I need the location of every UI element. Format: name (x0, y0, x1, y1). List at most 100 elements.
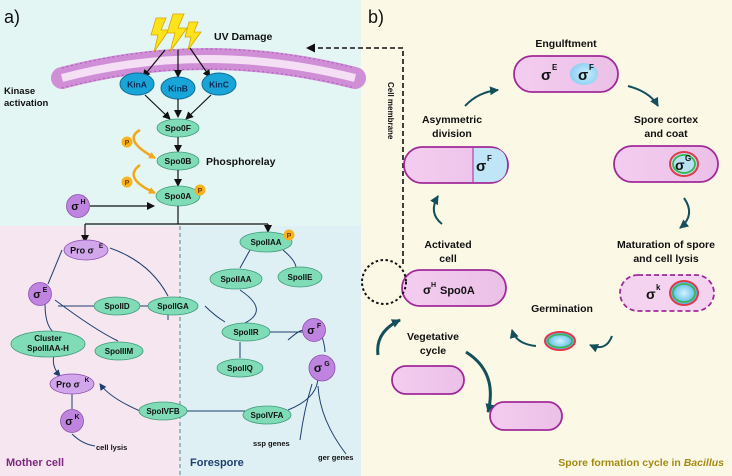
svg-text:K: K (74, 414, 79, 421)
maturation-label-1: Maturation of spore (617, 239, 715, 251)
svg-text:σ: σ (476, 158, 486, 175)
phosphate-badge: P (121, 176, 133, 188)
pro-sigma-k-node: Pro σ K (49, 373, 95, 395)
svg-text:K: K (85, 377, 90, 384)
svg-text:F: F (589, 63, 594, 72)
svg-text:σ: σ (541, 67, 551, 84)
svg-text:SpoIIR: SpoIIR (233, 328, 259, 337)
svg-text:σ: σ (675, 157, 685, 173)
svg-text:SpoIIIM: SpoIIIM (105, 347, 134, 356)
engulfment-cell: σ E σ F (513, 55, 619, 93)
vegetative-label-1: Vegetative (407, 331, 459, 343)
sigma-h-node: σ H (66, 194, 90, 218)
kinase-kinc: KinC (201, 72, 237, 96)
spoiie-node: SpoIIE (277, 266, 323, 288)
phosphorelay-arrow (132, 163, 156, 195)
svg-text:P: P (198, 188, 203, 195)
phosphorelay-label: Phosphorelay (206, 156, 276, 168)
svg-text:E: E (99, 243, 104, 250)
kinase-kina: KinA (119, 72, 155, 96)
forespore-zone (180, 226, 361, 476)
svg-text:G: G (685, 154, 691, 163)
maturation-label-2: and cell lysis (633, 253, 699, 265)
spoiiaa-p-node: SpoIIAA (239, 231, 293, 253)
pro-sigma-e-node: Pro σ E (63, 239, 109, 261)
kinase-arrows (144, 94, 212, 120)
spoiiq-node: SpoIIQ (216, 358, 264, 378)
activated-cell: σ H Spo0A (401, 269, 507, 307)
vegetative-label-2: cycle (420, 345, 446, 357)
svg-text:SpoIID: SpoIID (104, 302, 130, 311)
uv-lightning-icon (150, 13, 202, 53)
cell-membrane-label: Cell membrane (386, 82, 395, 140)
activated-cell-label-2: cell (439, 253, 457, 265)
svg-text:Spo0A: Spo0A (165, 191, 192, 201)
forespore-network-links (99, 249, 347, 455)
sigma-g-node: σ G (308, 354, 336, 382)
svg-text:Pro σ: Pro σ (56, 380, 80, 390)
svg-text:P: P (125, 140, 130, 147)
phosphate-badge: P (194, 184, 206, 196)
spoiid-node: SpoIID (93, 296, 141, 316)
ger-genes-label: ger genes (318, 453, 353, 462)
svg-text:σ: σ (314, 361, 322, 375)
spo0a-node: Spo0A (155, 185, 201, 207)
sigma-k-node: σ K (60, 409, 84, 433)
svg-text:F: F (487, 154, 492, 163)
asymmetric-division-cell: σ F (403, 146, 509, 184)
svg-text:SpoIVFA: SpoIVFA (251, 411, 284, 420)
svg-text:Cluster: Cluster (34, 334, 62, 343)
svg-text:Spo0F: Spo0F (165, 123, 191, 133)
mother-cell-title: Mother cell (6, 457, 64, 469)
svg-text:P: P (125, 180, 130, 187)
svg-text:KinC: KinC (209, 80, 229, 90)
cell-membrane-connector (306, 43, 404, 264)
panel-b-label: b) (368, 7, 384, 27)
maturation-cell: σ k (619, 274, 715, 312)
panel-b-caption: Spore formation cycle in Bacillus (558, 457, 724, 469)
svg-text:Pro σ: Pro σ (70, 246, 94, 256)
uv-damage-label: UV Damage (214, 31, 273, 43)
membrane-zoom-circle (361, 259, 407, 305)
svg-text:H: H (80, 199, 85, 206)
spo0b-node: Spo0B (156, 151, 200, 171)
svg-text:H: H (431, 282, 436, 289)
phosphate-badge: P (121, 136, 133, 148)
forespore-title: Forespore (190, 457, 244, 469)
spoiiga-node: SpoIIGA (147, 296, 199, 316)
spo0a-branch-arrows (81, 206, 272, 243)
svg-text:k: k (656, 283, 661, 292)
svg-text:SpoIIAA: SpoIIAA (250, 238, 281, 247)
svg-text:P: P (287, 233, 292, 240)
svg-text:Spo0B: Spo0B (165, 156, 192, 166)
svg-text:σ: σ (578, 67, 588, 84)
vegetative-daughter-cell (489, 401, 563, 431)
svg-text:E: E (43, 287, 48, 294)
svg-text:σ: σ (646, 286, 656, 302)
spore-cortex-cell: σ G (613, 145, 719, 183)
svg-text:KinB: KinB (168, 84, 188, 94)
svg-text:KinA: KinA (127, 80, 147, 90)
svg-text:Spo0A: Spo0A (440, 285, 475, 297)
svg-text:SpoIVFB: SpoIVFB (146, 407, 180, 416)
svg-text:SpoIIQ: SpoIIQ (227, 364, 253, 373)
spoiiim-node: SpoIIIM (94, 341, 144, 361)
spoiir-node: SpoIIR (221, 322, 271, 342)
asymmetric-division-label-1: Asymmetric (422, 114, 482, 126)
spore-cortex-label-2: and coat (644, 128, 688, 140)
spore-cortex-label-1: Spore cortex (634, 114, 698, 126)
sigma-e-node: σ E (28, 282, 52, 306)
svg-text:σ: σ (71, 201, 79, 213)
svg-text:σ: σ (65, 416, 73, 428)
spoivfb-node: SpoIVFB (138, 401, 188, 421)
phosphate-badge: P (283, 229, 295, 241)
asymmetric-division-label-2: division (432, 128, 472, 140)
engulfment-label: Engulftment (535, 38, 597, 50)
spo0f-node: Spo0F (156, 118, 200, 138)
svg-text:F: F (317, 323, 322, 330)
svg-text:σ: σ (33, 289, 41, 301)
svg-text:σ: σ (307, 325, 315, 337)
svg-text:SpoIIIAA-H: SpoIIIAA-H (27, 344, 69, 353)
